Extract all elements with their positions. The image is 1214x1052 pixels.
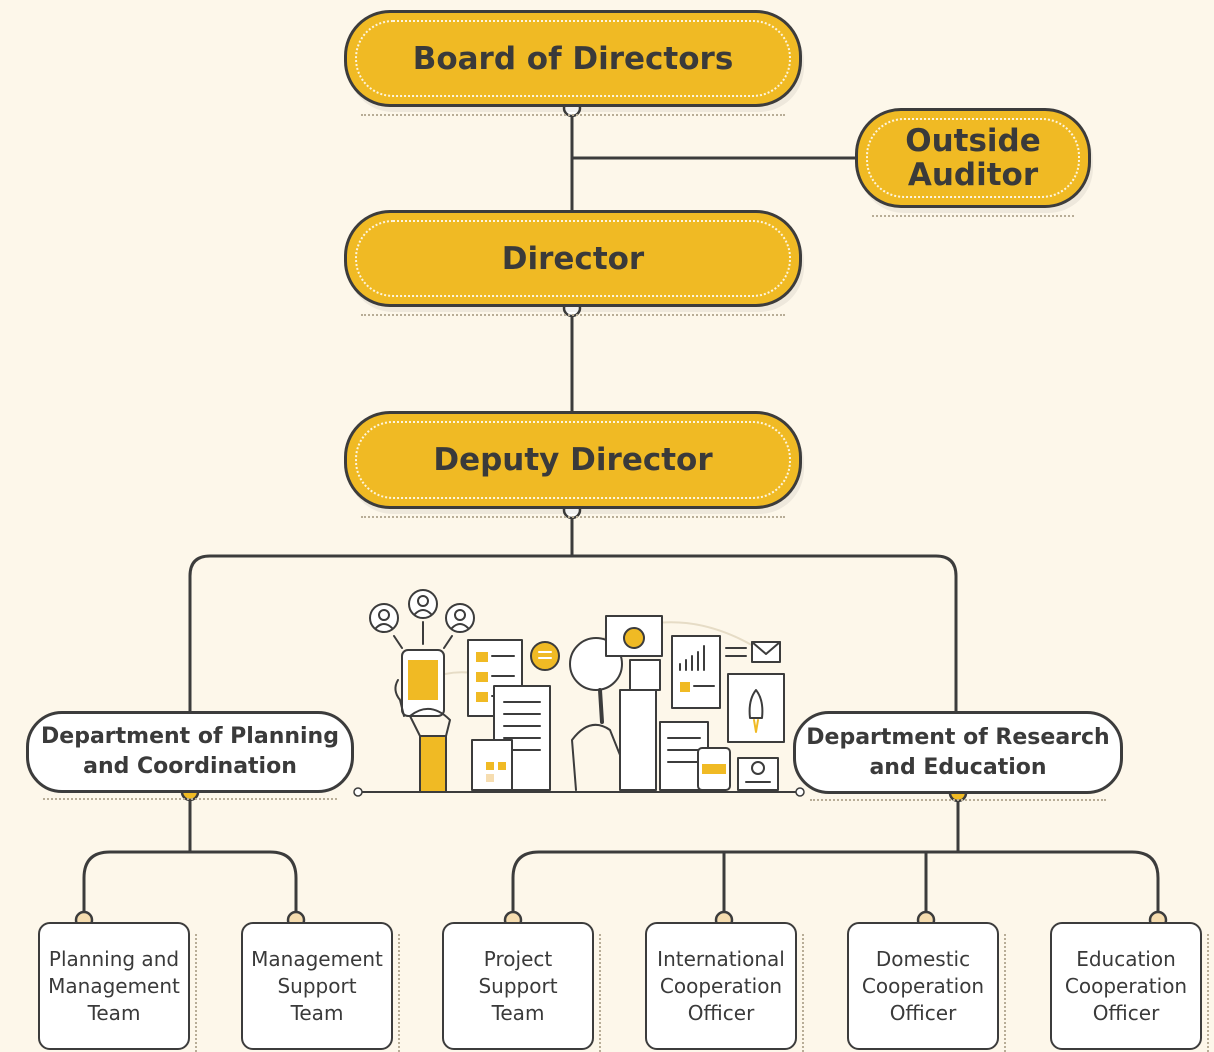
chat-bubble-icon (530, 641, 560, 671)
director-label: Director (501, 240, 645, 277)
team-label: Project Support Team (478, 946, 558, 1025)
deputy-director-label: Deputy Director (433, 442, 713, 478)
team-label: Education Cooperation Officer (1064, 946, 1188, 1025)
team-label: Management Support Team (251, 946, 383, 1025)
outside-auditor-node: Outside Auditor (855, 108, 1091, 217)
board-of-directors-label: Board of Directors (412, 40, 734, 77)
calendar-icon (471, 739, 513, 791)
dept-research-label: Department of Research and Education (806, 724, 1110, 780)
team-label: Domestic Cooperation Officer (861, 946, 985, 1025)
dept-research-node: Department of Research and Education (793, 711, 1123, 801)
team-label: Planning and Management Team (48, 946, 180, 1025)
mail-icon (725, 641, 781, 663)
note-card-icon (737, 757, 779, 791)
user-icon (408, 589, 438, 619)
team-label: International Cooperation Officer (657, 946, 785, 1025)
phone-icon (394, 649, 451, 793)
team-node: Management Support Team (241, 922, 400, 1052)
team-node: Project Support Team (442, 922, 601, 1052)
connector-dot (795, 787, 805, 797)
outside-auditor-label: Outside Auditor (905, 123, 1041, 193)
dept-planning-label: Department of Planning and Coordination (41, 724, 339, 779)
office-illustration (369, 589, 785, 793)
user-icon (369, 603, 399, 633)
director-node: Director (344, 210, 802, 316)
deputy-director-node: Deputy Director (344, 411, 802, 518)
tablet-icon (697, 747, 731, 791)
team-node: Planning and Management Team (38, 922, 197, 1052)
team-node: Education Cooperation Officer (1050, 922, 1209, 1052)
user-icon (445, 603, 475, 633)
connector-dot (353, 787, 363, 797)
board-of-directors-node: Board of Directors (344, 10, 802, 116)
bar-chart-icon (671, 635, 721, 709)
rocket-icon (727, 673, 785, 743)
team-node: International Cooperation Officer (645, 922, 804, 1052)
dept-planning-node: Department of Planning and Coordination (26, 711, 354, 800)
team-node: Domestic Cooperation Officer (847, 922, 1006, 1052)
star-badge-icon (605, 615, 663, 691)
